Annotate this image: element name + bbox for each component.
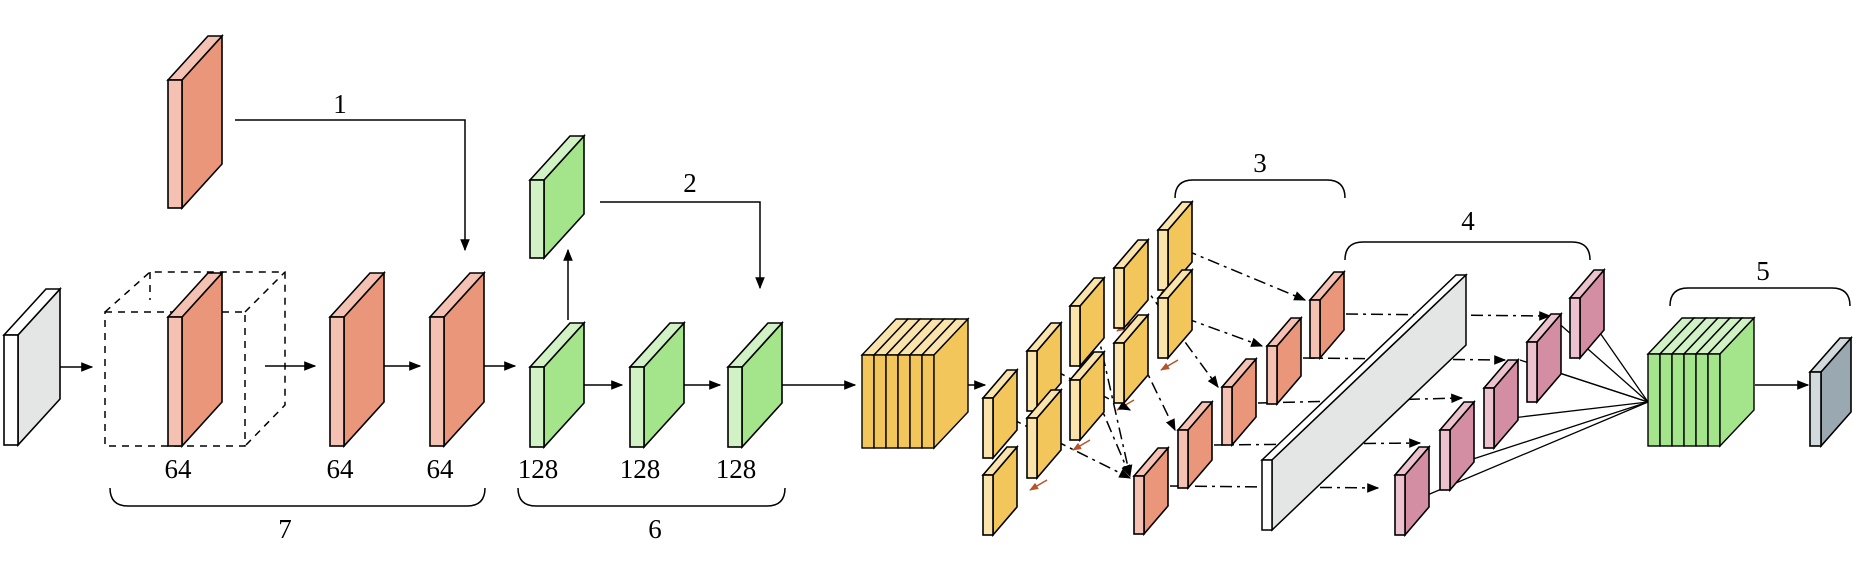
yel-col5-a [1156, 199, 1194, 293]
path-1-connector [235, 119, 470, 252]
dash-yel-to-sal-2 [1140, 281, 1219, 388]
bracket-label-3: 3 [1253, 148, 1267, 178]
pink-d [1438, 399, 1476, 493]
red-arrow-5 [1072, 439, 1091, 451]
pink-e [1393, 444, 1431, 538]
conv2-block-64b [328, 270, 386, 449]
input-image-block [2, 286, 62, 448]
bracket-3 [1174, 179, 1346, 199]
pink-a [1568, 267, 1606, 361]
bracket-7 [109, 487, 486, 507]
bracket-label-6: 6 [648, 514, 662, 544]
bracket-4 [1344, 241, 1591, 261]
yel-col4-b [1112, 312, 1150, 406]
yel-col4-a [1112, 237, 1150, 331]
yel-col2-a [1025, 320, 1063, 414]
green-feature-stack [1646, 316, 1756, 448]
yel-col1-a [981, 367, 1019, 461]
dash-yel-to-sal-7 [1009, 417, 1132, 479]
channel-label-64-a: 64 [165, 454, 193, 484]
channel-label-64-c: 64 [427, 454, 455, 484]
red-arrow-7 [1160, 359, 1179, 371]
conv3-block-64c [428, 270, 486, 449]
output-block [1808, 335, 1853, 449]
yel-col1-b [981, 444, 1019, 538]
fusion-bar [1260, 273, 1468, 532]
sal-out-c [1220, 356, 1258, 448]
bracket-5 [1669, 287, 1851, 307]
yel-col2-b [1025, 387, 1063, 481]
dash-yel-to-sal-1 [1184, 317, 1264, 347]
path-label-2: 2 [683, 168, 697, 198]
block-layer [2, 33, 1853, 538]
path-label-1: 1 [333, 89, 347, 119]
pink-c [1482, 357, 1520, 451]
conv1-block-64a [166, 270, 224, 449]
fan-line-4 [1424, 401, 1649, 497]
conv4-block-128a [528, 320, 586, 450]
yellow-feature-stack [860, 317, 970, 450]
path-2-connector [600, 201, 765, 290]
bracket-6 [517, 487, 786, 507]
bracket-label-7: 7 [278, 514, 292, 544]
yel-col3-b [1068, 349, 1106, 443]
fan-line-3 [1469, 401, 1649, 461]
channel-label-128-c: 128 [716, 454, 757, 484]
conv6-block-128c [726, 320, 784, 450]
bracket-label-4: 4 [1461, 206, 1475, 236]
sal-out-b [1265, 315, 1303, 407]
fan-line-0 [1597, 329, 1649, 403]
conv5-block-128b [628, 320, 686, 450]
yel-col5-b [1156, 267, 1194, 361]
channel-label-128-b: 128 [620, 454, 661, 484]
dash-yel-to-sal-0 [1184, 249, 1307, 301]
red-arrow-4 [1029, 479, 1048, 491]
sal-out-e [1132, 445, 1170, 537]
channel-label-128-a: 128 [518, 454, 559, 484]
sal-out-a [1308, 269, 1346, 361]
fan-line-2 [1511, 401, 1649, 419]
bracket-label-5: 5 [1756, 256, 1770, 286]
dash-yel-to-sal-5 [1096, 397, 1131, 478]
skip-block-salmon [166, 33, 224, 211]
channel-label-64-b: 64 [327, 454, 355, 484]
yel-col3-a [1068, 275, 1106, 369]
skip-block-green [528, 133, 586, 261]
sal-out-d [1176, 399, 1214, 491]
pink-b [1525, 311, 1563, 405]
